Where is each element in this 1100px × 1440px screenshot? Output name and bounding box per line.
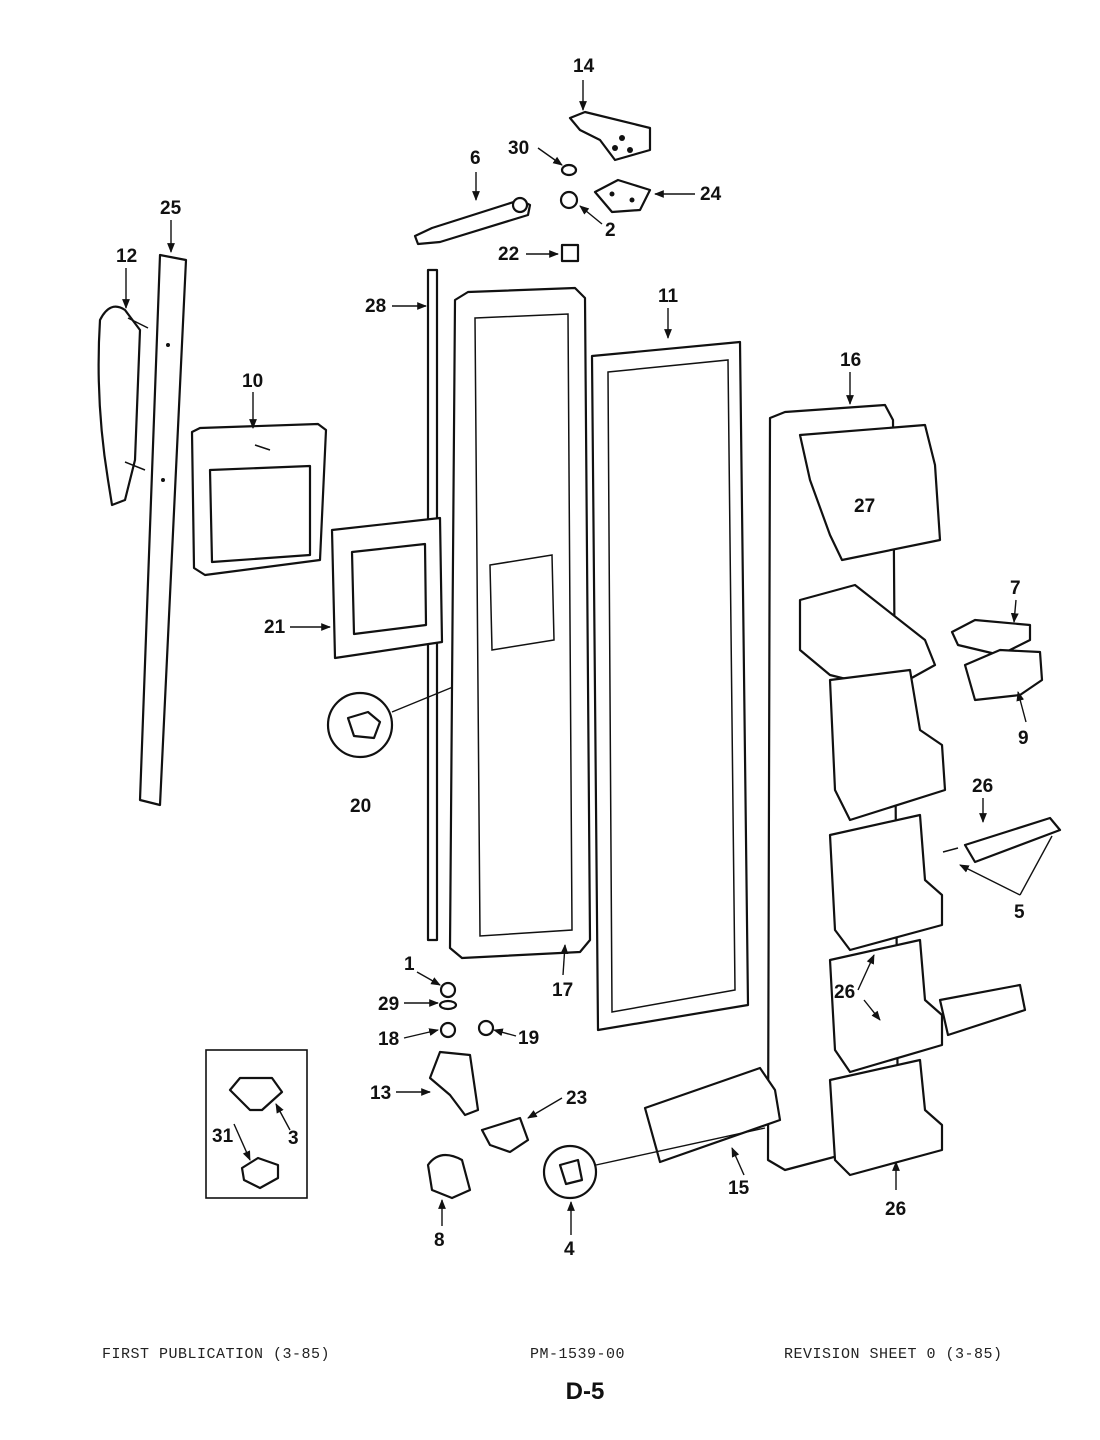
door-stop-arm-part <box>413 196 532 246</box>
door-trim-strip-part <box>138 253 188 807</box>
footer-revision-sheet: REVISION SHEET 0 (3-85) <box>784 1346 1003 1363</box>
callout-label: 25 <box>160 198 182 219</box>
callout-label: 9 <box>1018 728 1029 749</box>
callout-label: 26 <box>972 776 993 797</box>
bottom-trim-part <box>643 1066 782 1164</box>
callout-label: 23 <box>566 1088 587 1109</box>
callout-label: 30 <box>508 138 529 159</box>
callout-label: 15 <box>728 1178 750 1199</box>
callout-label: 20 <box>350 796 371 817</box>
callout-label: 26 <box>885 1199 906 1220</box>
door-handle-part <box>97 305 149 507</box>
callout-labels: 14 30 6 24 2 25 22 12 28 11 10 16 27 7 2… <box>116 56 1029 1260</box>
callout-label: 10 <box>242 371 263 392</box>
callout-label: 13 <box>370 1083 391 1104</box>
callout-label: 19 <box>518 1028 539 1049</box>
callout-label: 7 <box>1010 578 1021 599</box>
callout-label: 4 <box>564 1239 575 1260</box>
callout-label: 3 <box>288 1128 299 1149</box>
callout-label: 16 <box>840 350 861 371</box>
callout-label: 11 <box>658 286 679 307</box>
callout-label: 24 <box>700 184 722 205</box>
bottom-hinge-small-parts <box>438 981 495 1039</box>
shim-plate-part <box>480 1116 530 1154</box>
leader-lines <box>122 80 1053 1235</box>
callout-label: 8 <box>434 1230 445 1251</box>
callout-label: 27 <box>854 496 875 517</box>
dispenser-frame-part <box>330 516 444 660</box>
callout-label: 21 <box>264 617 286 638</box>
dispenser-housing-part <box>190 422 328 577</box>
callout-label: 31 <box>212 1126 234 1147</box>
door-liner-part <box>766 403 947 1177</box>
hinge-shim-part <box>593 178 652 214</box>
callout-label: 12 <box>116 246 137 267</box>
callout-label: 29 <box>378 994 399 1015</box>
callout-label: 17 <box>552 980 573 1001</box>
detail-circle-4 <box>542 1127 766 1200</box>
callout-label: 22 <box>498 244 519 265</box>
callout-label: 26 <box>834 982 855 1003</box>
top-hinge-part <box>568 110 652 162</box>
bottom-hinge-bracket-part <box>428 1050 480 1117</box>
dispenser-cup-parts <box>950 618 1044 702</box>
hinge-pin-parts <box>559 163 580 263</box>
callout-label: 28 <box>365 296 386 317</box>
shelf-rail-parts <box>938 816 1062 1037</box>
footer-part-manual-number: PM-1539-00 <box>530 1346 626 1363</box>
footer-first-publication: FIRST PUBLICATION (3-85) <box>102 1346 331 1363</box>
callout-label: 6 <box>470 148 481 169</box>
fastener-inset-box <box>205 1049 308 1199</box>
page-number: D-5 <box>565 1378 605 1405</box>
callout-label: 5 <box>1014 902 1025 923</box>
callout-label: 14 <box>573 56 595 77</box>
closing-cam-part <box>426 1153 472 1200</box>
callout-label: 18 <box>378 1029 399 1050</box>
callout-label: 2 <box>605 220 616 241</box>
door-gasket-part <box>590 340 750 1032</box>
detail-circle-20 <box>326 679 471 759</box>
callout-label: 1 <box>404 954 415 975</box>
door-panel-frame-part <box>448 286 592 960</box>
